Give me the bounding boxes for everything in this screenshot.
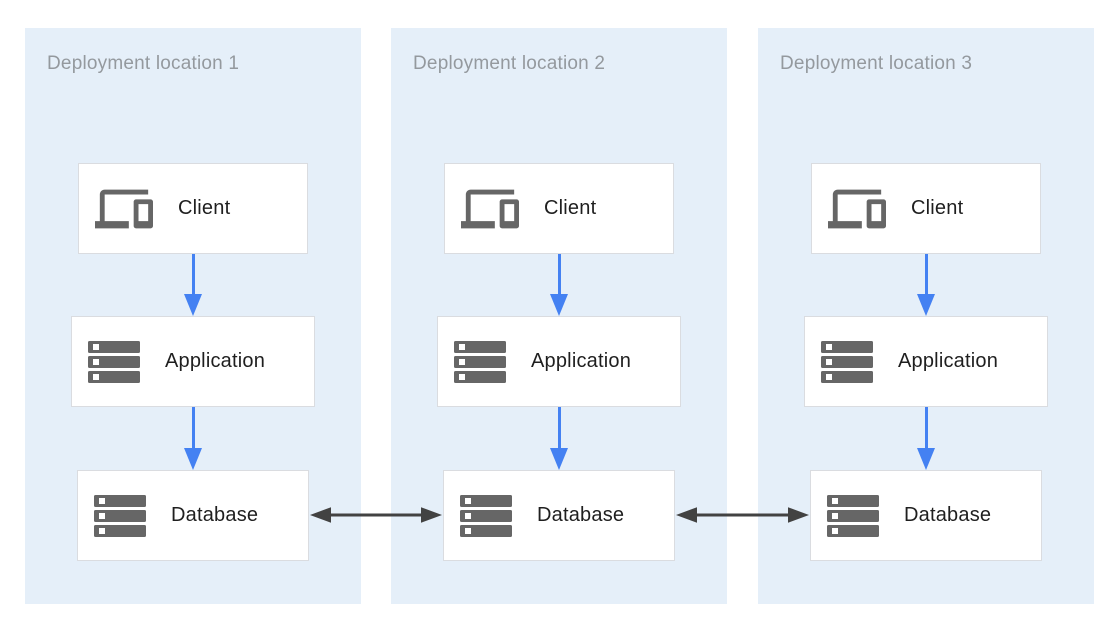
arrow-stem [557, 407, 561, 449]
arrow-head-left-icon [310, 507, 331, 523]
panel-title: Deployment location 2 [413, 53, 606, 74]
node-label: Application [165, 350, 266, 372]
arrow-head-down-icon [184, 448, 202, 470]
node-client: Client [444, 163, 674, 254]
arrow-head-down-icon [917, 294, 935, 316]
server-stack-icon [88, 340, 140, 383]
flow-arrow-application-to-database [184, 407, 202, 470]
node-label: Application [898, 350, 999, 372]
arrow-head-down-icon [184, 294, 202, 316]
arrow-stem [557, 254, 561, 295]
devices-icon [95, 180, 153, 238]
node-database: Database [810, 470, 1042, 561]
panel-deployment-location-2: Deployment location 2 Client [391, 28, 727, 604]
arrow-stem [924, 407, 928, 449]
arrow-head-down-icon [917, 448, 935, 470]
replication-arrow-database2-database3 [675, 506, 810, 524]
panel-title: Deployment location 1 [47, 53, 240, 74]
arrow-stem [191, 254, 195, 295]
server-stack-icon [821, 340, 873, 383]
server-stack-icon [94, 494, 146, 537]
arrow-head-left-icon [676, 507, 697, 523]
panel-deployment-location-3: Deployment location 3 Client [758, 28, 1094, 604]
panel-deployment-location-1: Deployment location 1 Client [25, 28, 361, 604]
node-application: Application [71, 316, 315, 407]
node-label: Application [531, 350, 632, 372]
flow-arrow-application-to-database [917, 407, 935, 470]
flow-arrow-application-to-database [550, 407, 568, 470]
flow-arrow-client-to-application [184, 254, 202, 316]
flow-arrow-client-to-application [917, 254, 935, 316]
flow-arrow-client-to-application [550, 254, 568, 316]
node-label: Database [171, 504, 259, 526]
node-client: Client [78, 163, 308, 254]
node-database: Database [77, 470, 309, 561]
panel-title: Deployment location 3 [780, 53, 973, 74]
arrow-head-right-icon [788, 507, 809, 523]
devices-icon [828, 180, 886, 238]
arrow-head-down-icon [550, 448, 568, 470]
replication-arrow-database1-database2 [309, 506, 443, 524]
server-stack-icon [460, 494, 512, 537]
node-label: Database [904, 504, 992, 526]
arrow-head-down-icon [550, 294, 568, 316]
arrow-stem [924, 254, 928, 295]
node-client: Client [811, 163, 1041, 254]
node-label: Client [178, 197, 231, 219]
arrow-head-right-icon [421, 507, 442, 523]
node-label: Client [911, 197, 964, 219]
arrow-stem [191, 407, 195, 449]
server-stack-icon [454, 340, 506, 383]
node-label: Database [537, 504, 625, 526]
node-label: Client [544, 197, 597, 219]
node-application: Application [804, 316, 1048, 407]
devices-icon [461, 180, 519, 238]
server-stack-icon [827, 494, 879, 537]
node-database: Database [443, 470, 675, 561]
node-application: Application [437, 316, 681, 407]
